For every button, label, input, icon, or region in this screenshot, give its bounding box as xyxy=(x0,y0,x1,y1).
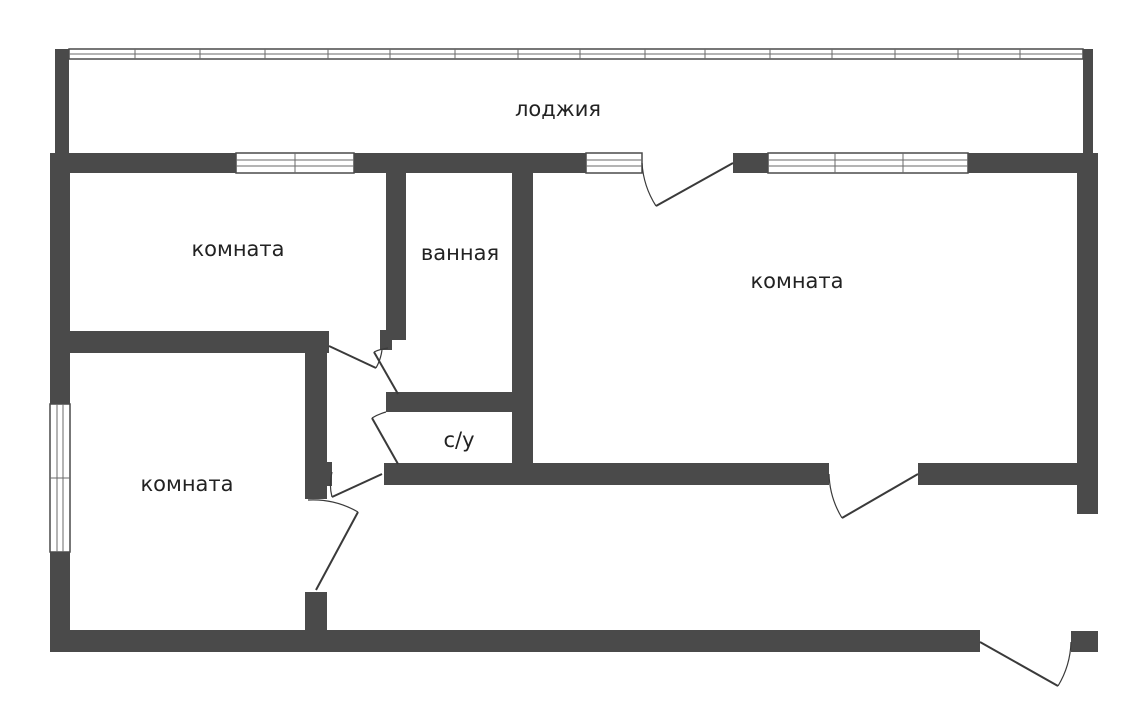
door-bottom-left-upper xyxy=(329,471,383,498)
label-loggia: лоджия xyxy=(515,97,601,121)
top-wall-seg3 xyxy=(733,153,768,173)
wall-bath-wc xyxy=(386,392,528,412)
loggia-wall-left xyxy=(55,49,69,155)
outer-bottom-wall xyxy=(50,630,980,652)
label-room-bottom-left: комната xyxy=(140,472,233,496)
wall-room-bath-stub xyxy=(380,330,392,350)
walls xyxy=(50,49,1098,652)
outer-right-wall-mid xyxy=(1077,484,1098,514)
window-room-right xyxy=(767,152,969,174)
windows xyxy=(49,48,1084,553)
door-room-bottom-left xyxy=(307,499,359,591)
loggia-window-mullions xyxy=(134,49,1021,59)
label-bathroom: ванная xyxy=(421,241,499,265)
outer-right-wall-upper xyxy=(1077,160,1098,488)
doors xyxy=(307,162,1072,687)
corridor-wall-left xyxy=(384,463,829,485)
window-loggia-door xyxy=(585,152,643,174)
wall-bottom-left-room-upper xyxy=(305,331,327,499)
door-wc xyxy=(371,411,399,465)
wall-room-bath xyxy=(386,160,406,340)
door-room-top-left xyxy=(328,345,383,369)
door-entrance xyxy=(979,641,1072,687)
wall-bath-room xyxy=(512,160,533,464)
top-wall-seg1 xyxy=(50,153,236,173)
door-loggia xyxy=(641,162,734,207)
wall-bottom-left-room-lower xyxy=(305,592,327,642)
label-wc: с/у xyxy=(443,428,474,452)
label-room-top-left: комната xyxy=(191,237,284,261)
outer-left-wall-upper xyxy=(50,160,70,404)
label-room-right: комната xyxy=(750,269,843,293)
loggia-wall-right xyxy=(1083,49,1093,155)
door-bathroom xyxy=(373,347,399,395)
wall-left-rooms xyxy=(50,331,329,353)
wall-bottom-left-room-stub xyxy=(322,462,332,486)
corridor-wall-right xyxy=(918,463,1080,485)
outer-right-wall-lower xyxy=(1071,631,1098,652)
door-room-right xyxy=(828,473,919,519)
outer-left-wall-lower xyxy=(50,552,70,652)
top-wall-seg4 xyxy=(968,153,1098,173)
room-labels: лоджия комната ванная комната с/у комнат… xyxy=(140,97,843,496)
